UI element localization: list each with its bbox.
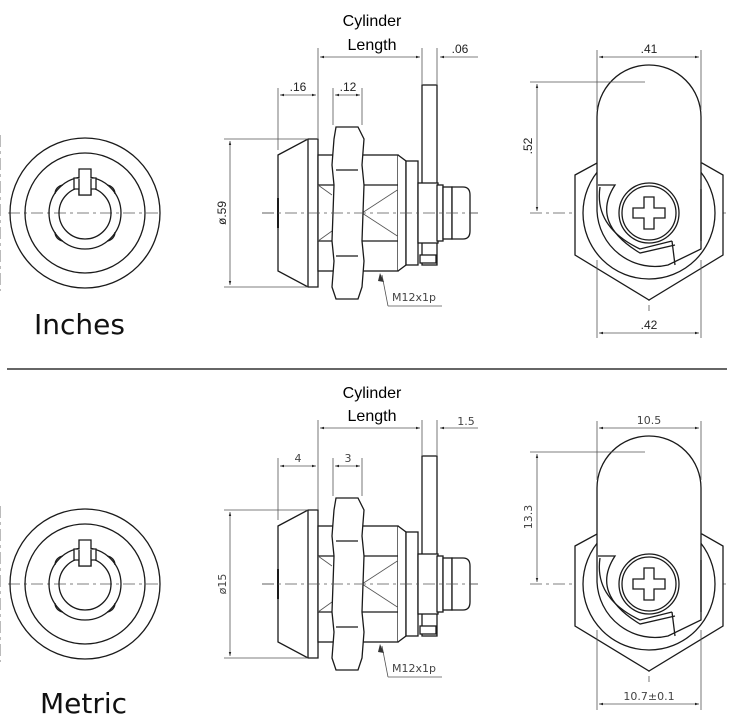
inches-section: Inches Cylinder Length .06 .16 .12 ø.59 … [0, 13, 729, 341]
dim-cam-width: .41 [641, 42, 658, 56]
cylinder-length-label-2: Length [348, 37, 397, 54]
side-view-metric [261, 455, 479, 678]
dim-nut-thickness: 3 [345, 452, 352, 465]
front-view-inches [0, 134, 163, 292]
thread-callout: M12x1p [392, 291, 436, 304]
dim-flat-width: .42 [641, 318, 658, 332]
end-view-metric [529, 435, 729, 683]
dim-cam-height: 13.3 [522, 505, 535, 530]
unit-label-metric: Metric [40, 687, 127, 720]
dim-cam-height: .52 [521, 137, 535, 154]
thread-callout: M12x1p [392, 662, 436, 675]
front-view-metric [0, 505, 163, 663]
unit-label-inches: Inches [34, 308, 125, 341]
dim-cam-thickness: 1.5 [457, 415, 475, 428]
cylinder-length-label-2: Length [348, 408, 397, 425]
metric-section: Metric Cylinder Length 1.5 4 3 ø15 M12x1… [0, 385, 729, 720]
dim-flat-width: 10.7±0.1 [623, 690, 674, 703]
dim-diameter: ø.59 [215, 201, 229, 225]
end-view-inches [529, 64, 729, 312]
cylinder-length-label-1: Cylinder [343, 13, 402, 30]
dim-diameter: ø15 [216, 574, 229, 595]
dim-cam-width: 10.5 [637, 414, 662, 427]
dim-cam-thickness: .06 [452, 42, 469, 56]
side-view-inches [261, 84, 479, 307]
cylinder-length-label-1: Cylinder [343, 385, 402, 402]
dim-face-thickness: 4 [295, 452, 302, 465]
dim-nut-thickness: .12 [340, 80, 357, 94]
dim-face-thickness: .16 [290, 80, 307, 94]
